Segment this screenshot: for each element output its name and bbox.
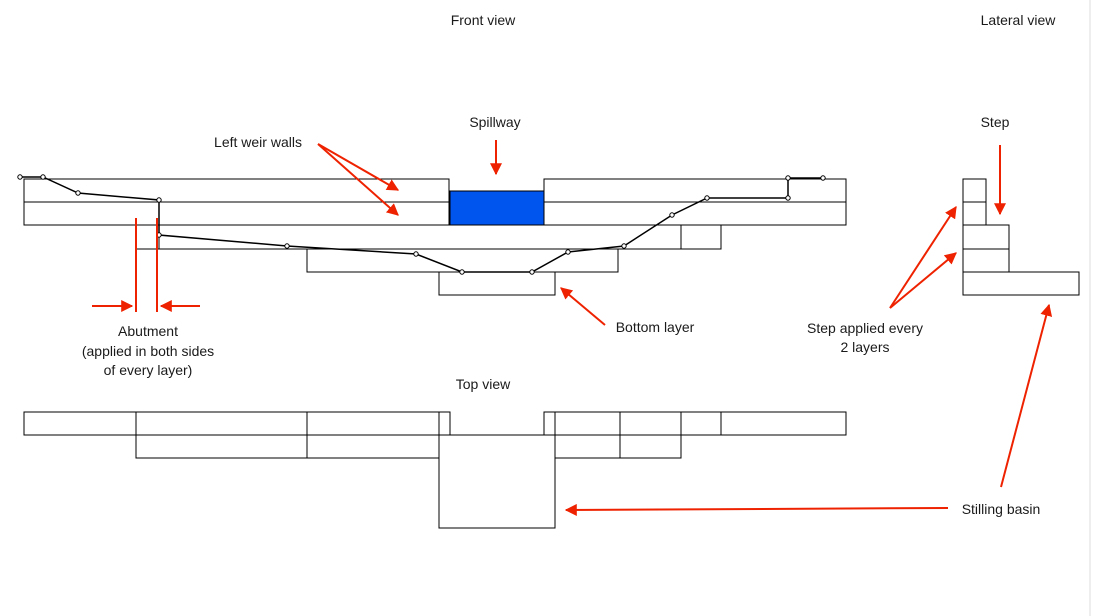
top-view	[23, 411, 847, 529]
front-layer-3-left-stub	[135, 224, 160, 250]
front-view	[17, 174, 847, 312]
label-abutment-3: of every layer)	[104, 362, 193, 378]
step-applied-arrow-1	[889, 205, 957, 309]
top-strip-3	[306, 411, 440, 436]
top-strip-6	[543, 411, 556, 436]
stilling-basin-arrow-lateral	[1000, 303, 1053, 488]
front-layer-5	[306, 248, 619, 273]
terrain-nodes	[17, 174, 826, 275]
top-row2-3	[554, 434, 621, 459]
bottom-layer-arrow	[560, 287, 606, 326]
stilling-basin-arrow-top	[564, 503, 949, 516]
top-row2-2	[306, 434, 440, 459]
spillway-block	[449, 190, 545, 226]
terrain-profile	[20, 176, 823, 273]
top-stilling-basin	[438, 434, 556, 529]
label-abutment-2: (applied in both sides	[82, 343, 214, 359]
front-layer-3	[158, 224, 722, 250]
lateral-view	[962, 178, 1080, 296]
left-weir-arrow-1	[317, 143, 400, 191]
top-row2-1	[135, 434, 308, 459]
top-strip-9	[680, 411, 722, 436]
front-layer-bottom	[438, 271, 556, 296]
top-strip-7	[554, 411, 621, 436]
left-weir-arrow-2	[317, 143, 399, 216]
lateral-layer-1	[962, 178, 987, 203]
front-layer-2-right	[543, 201, 847, 226]
label-spillway: Spillway	[469, 114, 520, 130]
top-strip-10	[720, 411, 847, 436]
top-strip-2	[135, 411, 308, 436]
label-lateral-view: Lateral view	[981, 12, 1057, 28]
label-bottom-layer: Bottom layer	[616, 319, 695, 335]
label-step-applied-1: Step applied every	[807, 320, 923, 336]
top-strip-8	[619, 411, 682, 436]
top-strip-1	[23, 411, 137, 436]
label-abutment-1: Abutment	[118, 323, 178, 339]
annotation-arrows	[92, 140, 1053, 516]
lateral-layer-3	[962, 224, 1010, 250]
label-step-applied-2: 2 layers	[840, 339, 889, 355]
front-layer-2-left	[23, 201, 450, 226]
label-top-view: Top view	[456, 376, 511, 392]
top-row2-4	[619, 434, 682, 459]
label-step: Step	[981, 114, 1010, 130]
top-strip-4	[438, 411, 451, 436]
lateral-layer-2	[962, 201, 987, 226]
label-stilling-basin: Stilling basin	[962, 501, 1041, 517]
step-applied-arrow-2	[889, 252, 957, 309]
label-left-weir-walls: Left weir walls	[214, 134, 302, 150]
label-front-view: Front view	[451, 12, 516, 28]
labels: Front view Lateral view Spillway Left we…	[82, 12, 1056, 517]
lateral-stilling-basin	[962, 271, 1080, 296]
front-layer-top-right	[543, 178, 847, 203]
lateral-layer-4	[962, 248, 1010, 273]
